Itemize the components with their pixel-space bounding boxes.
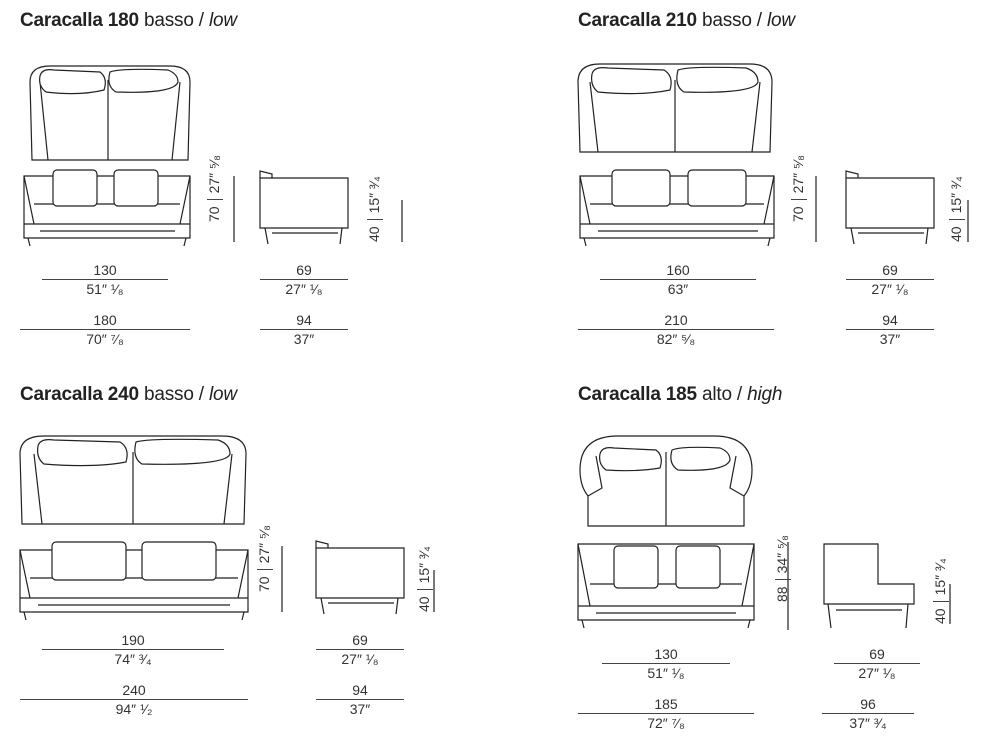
front-view-drawing xyxy=(19,541,249,621)
model-panel-caracalla-180: Caracalla 180 basso / low 7027″ ⁵⁄ xyxy=(20,10,440,380)
title-separator: / xyxy=(736,384,743,405)
title-separator: / xyxy=(756,10,762,31)
model-type-it: basso xyxy=(143,384,194,405)
model-type-en: high xyxy=(747,384,783,405)
model-name: Caracalla 185 xyxy=(578,384,697,405)
model-title: Caracalla 210 basso / low xyxy=(578,10,795,32)
title-separator: / xyxy=(198,10,204,31)
seat-height-dimension: 4015″ ³⁄₄ xyxy=(948,176,966,242)
model-type-en: low xyxy=(766,10,795,31)
top-view-drawing xyxy=(579,435,753,527)
model-type-it: alto xyxy=(701,384,732,405)
height-dimension: 7027″ ⁵⁄₈ xyxy=(206,155,224,222)
front-view-drawing xyxy=(577,543,755,629)
side-view-drawing xyxy=(823,543,915,629)
front-view-drawing xyxy=(579,169,775,247)
seat-height-dimension: 4015″ ³⁄₄ xyxy=(932,558,950,624)
model-name: Caracalla 210 xyxy=(578,10,697,31)
sofa-drawings xyxy=(19,435,435,621)
sofa-drawings xyxy=(23,65,403,247)
height-dimension: 7027″ ⁵⁄₈ xyxy=(790,155,808,222)
seat-height-dimension: 4015″ ³⁄₄ xyxy=(366,176,384,242)
top-view-drawing xyxy=(577,63,773,153)
model-title: Caracalla 180 basso / low xyxy=(20,10,237,32)
model-name: Caracalla 240 xyxy=(20,384,139,405)
sofa-drawings xyxy=(577,435,951,630)
sofa-drawings xyxy=(577,63,969,247)
model-panel-caracalla-240: Caracalla 240 basso / low 7027″ ⁵⁄₈ 4015… xyxy=(19,384,440,754)
side-view-drawing xyxy=(845,170,935,245)
model-panel-caracalla-210: Caracalla 210 basso / low 7027″ ⁵⁄₈ 4015… xyxy=(577,10,988,380)
model-title: Caracalla 185 alto / high xyxy=(578,384,782,406)
model-type-it: basso xyxy=(701,10,752,31)
model-panel-caracalla-185: Caracalla 185 alto / high 8834″ ⁵⁄₈ 4015… xyxy=(577,384,988,754)
model-type-it: basso xyxy=(143,10,194,31)
height-dimension: 8834″ ⁵⁄₈ xyxy=(774,535,792,602)
model-title: Caracalla 240 basso / low xyxy=(20,384,237,406)
model-name: Caracalla 180 xyxy=(20,10,139,31)
model-type-en: low xyxy=(208,10,237,31)
seat-height-dimension: 4015″ ³⁄₄ xyxy=(416,546,434,612)
side-view-drawing xyxy=(315,540,405,615)
side-view-drawing xyxy=(259,170,349,245)
model-type-en: low xyxy=(208,384,237,405)
top-view-drawing xyxy=(19,435,247,525)
front-view-drawing xyxy=(23,169,191,247)
top-view-drawing xyxy=(29,65,191,161)
title-separator: / xyxy=(198,384,204,405)
height-dimension: 7027″ ⁵⁄₈ xyxy=(256,525,274,592)
